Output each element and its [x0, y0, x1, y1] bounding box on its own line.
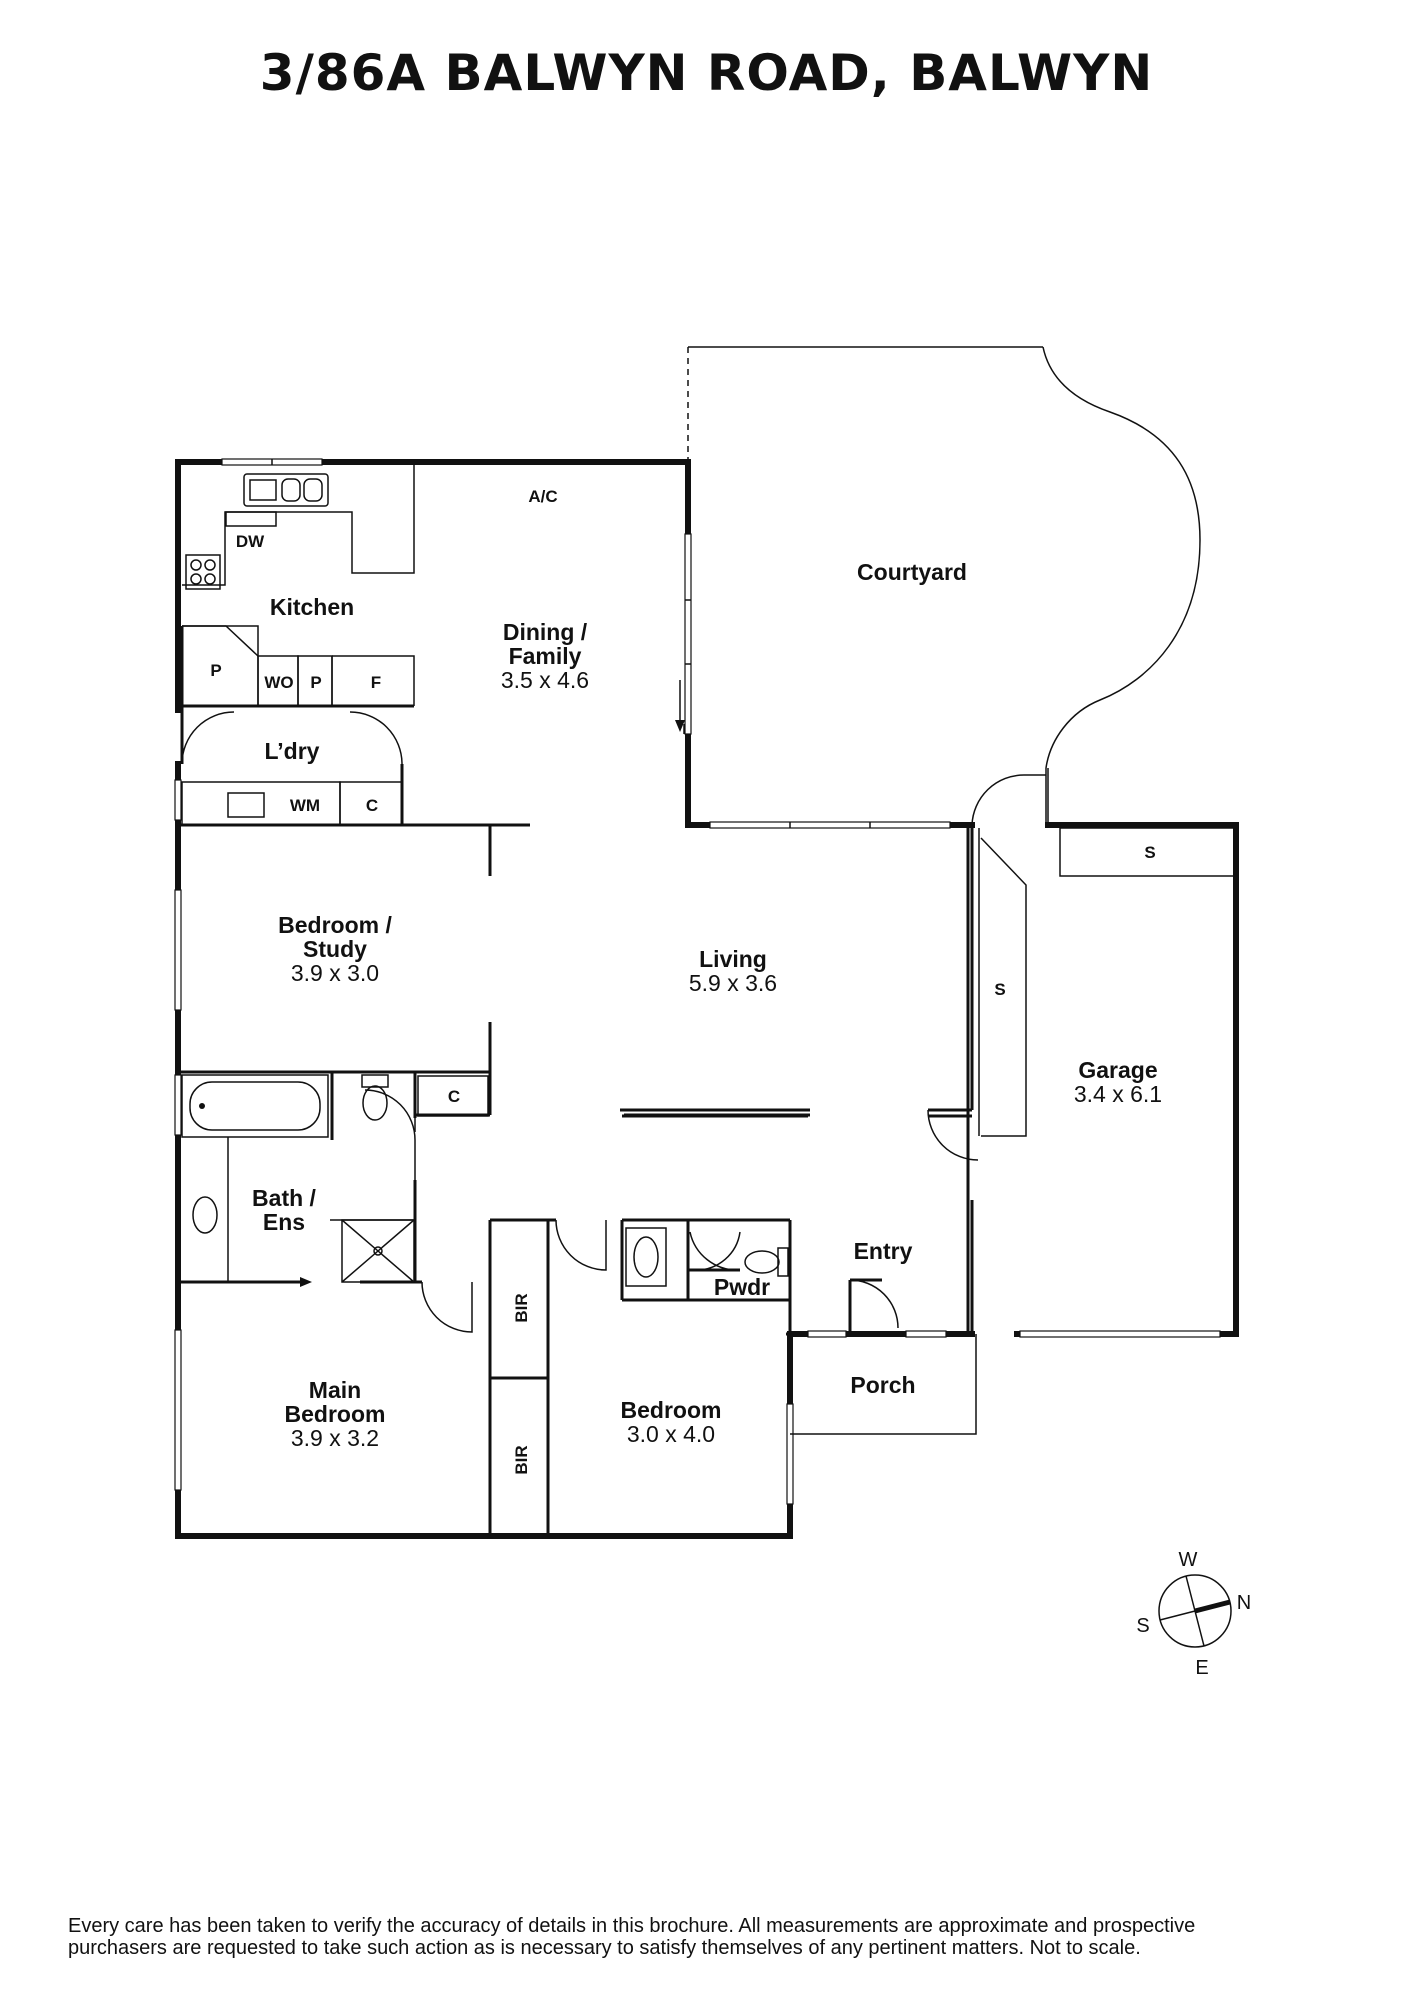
compass-w: W [1179, 1549, 1198, 1571]
garage-storage [978, 827, 1235, 1137]
washing-machine-label: WM [290, 796, 320, 815]
dining-label-line2: Family [509, 643, 582, 669]
cupboard-label: C [366, 796, 378, 815]
sink-icon [243, 473, 329, 507]
powder-label: Pwdr [714, 1274, 770, 1300]
bathroom-fittings [181, 1074, 489, 1283]
compass-s: S [1136, 1615, 1149, 1637]
main-bedroom-label-line2: Bedroom [285, 1401, 386, 1427]
property-address-title: 3/86A BALWYN ROAD, BALWYN [259, 44, 1154, 102]
bedroom-study-label-line2: Study [303, 936, 367, 962]
living-label: Living [699, 946, 767, 972]
disclaimer-line2: purchasers are requested to take such ac… [68, 1937, 1141, 1959]
dishwasher-label: DW [236, 532, 265, 551]
porch-label: Porch [850, 1372, 915, 1398]
disclaimer: Every care has been taken to verify the … [68, 1915, 1358, 1959]
powder-fittings [625, 1227, 790, 1302]
porch-outline [790, 1334, 977, 1435]
laundry-fittings [180, 706, 530, 827]
exterior-walls [175, 459, 1239, 1539]
door-swings [364, 724, 1046, 1333]
bathtub-icon [189, 1081, 321, 1131]
kitchen-label: Kitchen [270, 594, 354, 620]
disclaimer-line1: Every care has been taken to verify the … [68, 1915, 1196, 1937]
garage-dims: 3.4 x 6.1 [1074, 1081, 1162, 1107]
laundry-trough-icon [227, 792, 265, 818]
compass-icon: W N S E [1136, 1549, 1251, 1679]
pantry-label-2: P [310, 673, 321, 692]
main-bedroom-label-line1: Main [309, 1377, 361, 1403]
compass-e: E [1195, 1657, 1208, 1679]
toilet-icon [362, 1085, 388, 1121]
compass-n: N [1237, 1592, 1251, 1614]
courtyard-label: Courtyard [857, 559, 967, 585]
cooktop-icon [185, 554, 221, 590]
main-bedroom-dims: 3.9 x 3.2 [291, 1425, 379, 1451]
bedroom-label: Bedroom [621, 1397, 722, 1423]
basin-icon [192, 1196, 218, 1234]
ensuite-cupboard-label: C [448, 1087, 460, 1106]
garage-label: Garage [1078, 1057, 1157, 1083]
basin-icon [633, 1236, 659, 1278]
bir-label-2: BIR [512, 1445, 531, 1474]
bedroom-study-dims: 3.9 x 3.0 [291, 960, 379, 986]
courtyard-outline [687, 346, 1201, 825]
bedroom-dims: 3.0 x 4.0 [627, 1421, 715, 1447]
side-storage-label: S [994, 980, 1005, 999]
windows [174, 458, 1221, 1505]
garage-storage-label: S [1144, 843, 1155, 862]
ac-label: A/C [528, 487, 557, 506]
kitchen-fittings [180, 464, 415, 708]
bath-label-line1: Bath / [252, 1185, 317, 1211]
entry-label: Entry [854, 1238, 913, 1264]
toilet-icon [744, 1250, 780, 1274]
wall-oven-label: WO [264, 673, 293, 692]
dining-label-line1: Dining / [503, 619, 588, 645]
sliding-door-arrows [258, 680, 685, 1287]
bedroom-study-label-line1: Bedroom / [278, 912, 392, 938]
living-dims: 5.9 x 3.6 [689, 970, 777, 996]
bir-label-1: BIR [512, 1293, 531, 1322]
fridge-label: F [371, 673, 381, 692]
dining-dims: 3.5 x 4.6 [501, 667, 589, 693]
bath-label-line2: Ens [263, 1209, 305, 1235]
laundry-label: L’dry [265, 738, 320, 764]
pantry-label: P [210, 661, 221, 680]
